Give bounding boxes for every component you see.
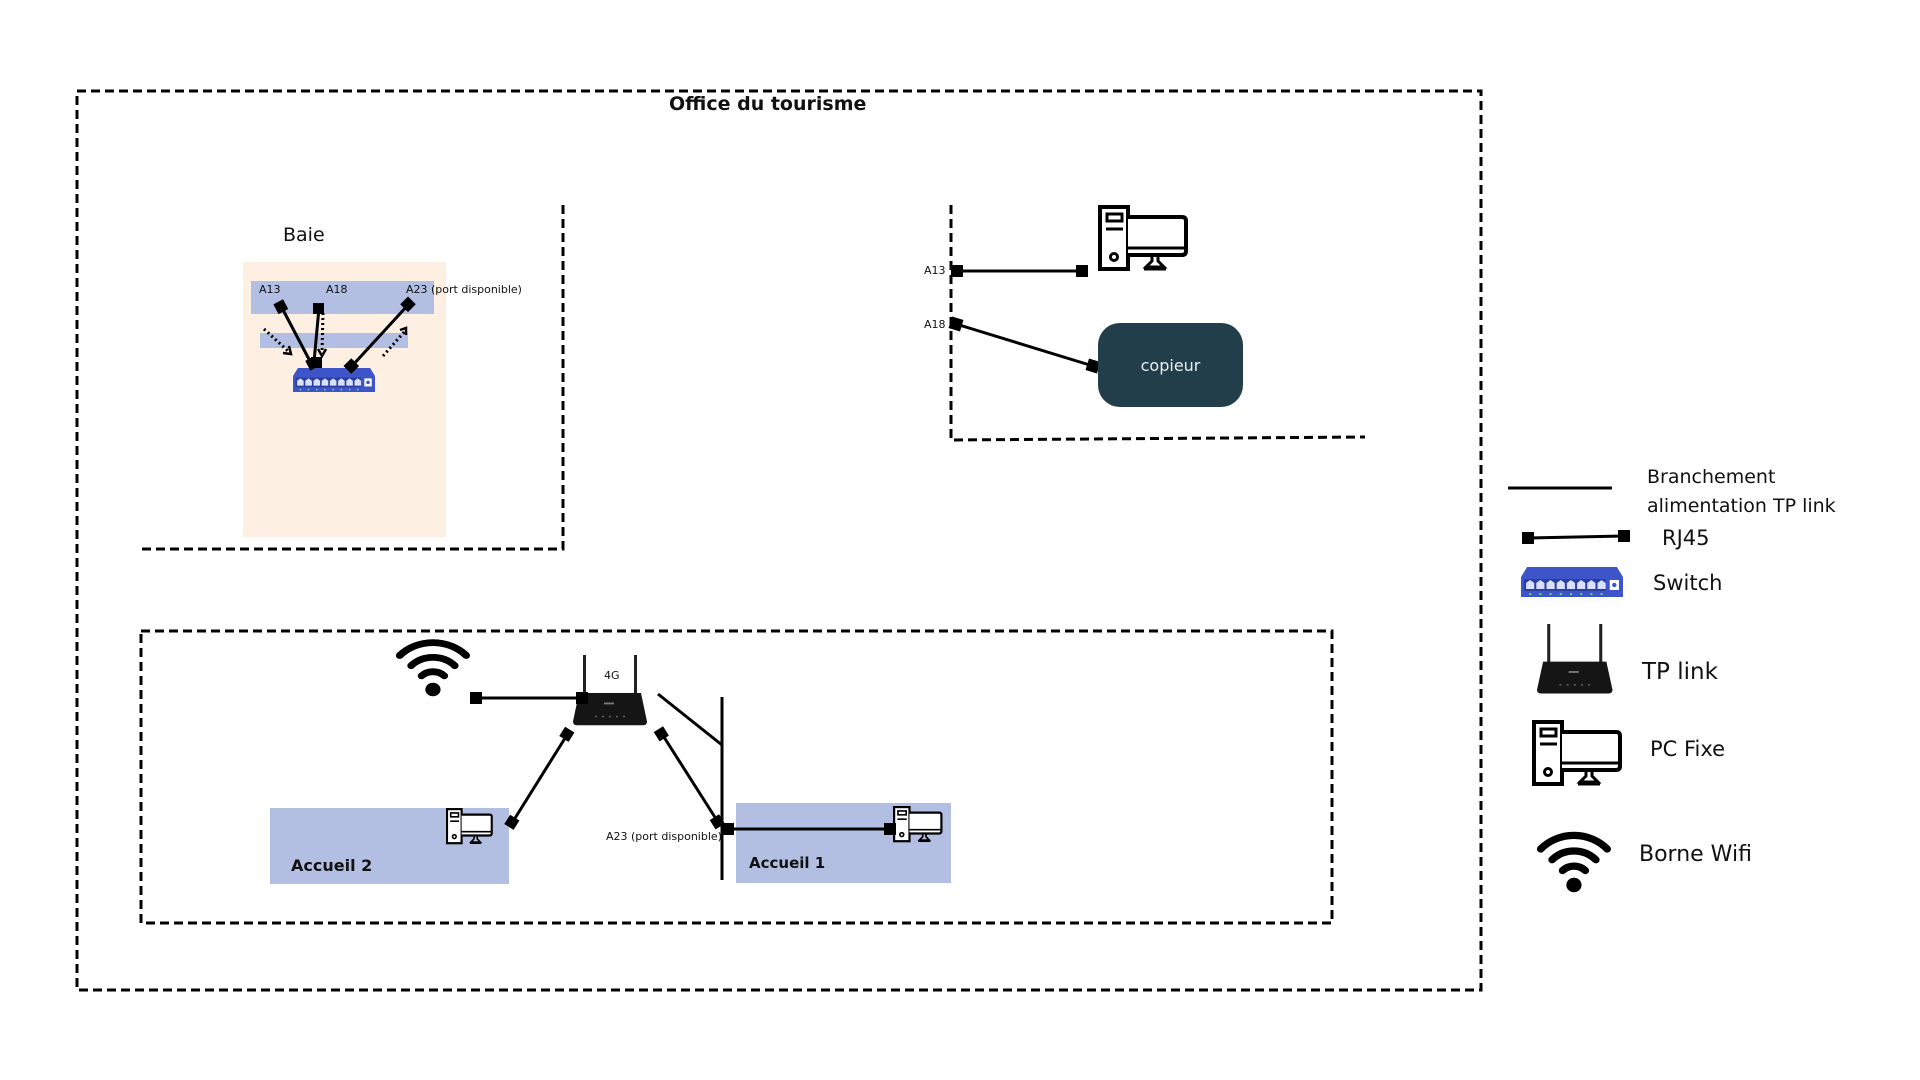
accueil-wifi-icon [400,643,467,697]
accueil-1-label: Accueil 1 [749,854,826,872]
rj45-cable-icon [1522,530,1630,544]
office-pc-icon [1098,205,1188,271]
office-port-a18: A18 [924,318,946,331]
office-cables [948,265,1101,374]
patch-panel-bottom [260,333,408,348]
baie-switch-icon [293,368,375,392]
router-4g-label: 4G [604,669,620,682]
legend-power-label-line1: Branchement [1647,466,1776,488]
office-room-boundary [949,205,1366,442]
legend-wifi-label: Borne Wifi [1639,842,1752,867]
legend-pc-label: PC Fixe [1650,737,1726,761]
copieur-device: copieur [1098,323,1243,407]
wifi-icon [1541,835,1608,892]
office-port-a13: A13 [924,264,946,277]
switch-icon [1521,567,1623,597]
router-icon [1537,624,1613,694]
legend-power-label-line2: alimentation TP link [1647,495,1836,517]
desktop-pc-icon [1532,720,1622,786]
legend-rj45-label: RJ45 [1662,526,1710,550]
baie-cables [262,296,416,374]
baie-port-a13: A13 [259,283,281,296]
baie-port-a18: A18 [326,283,348,296]
baie-port-a23: A23 (port disponible) [406,283,522,296]
accueil-cables [470,692,896,880]
office-boundary [75,89,1483,992]
copieur-label: copieur [1140,355,1201,375]
baie-label: Baie [283,224,325,246]
accueil-port-a23: A23 (port disponible) [606,830,722,843]
accueil-boundary [139,629,1334,925]
baie-area-boundary [140,205,565,551]
diagram-title: Office du tourisme [669,93,867,115]
legend-router-label: TP link [1642,659,1718,685]
legend [1508,486,1630,892]
legend-switch-label: Switch [1653,571,1723,595]
accueil-router-icon [573,655,647,726]
accueil-2-label: Accueil 2 [291,856,373,875]
